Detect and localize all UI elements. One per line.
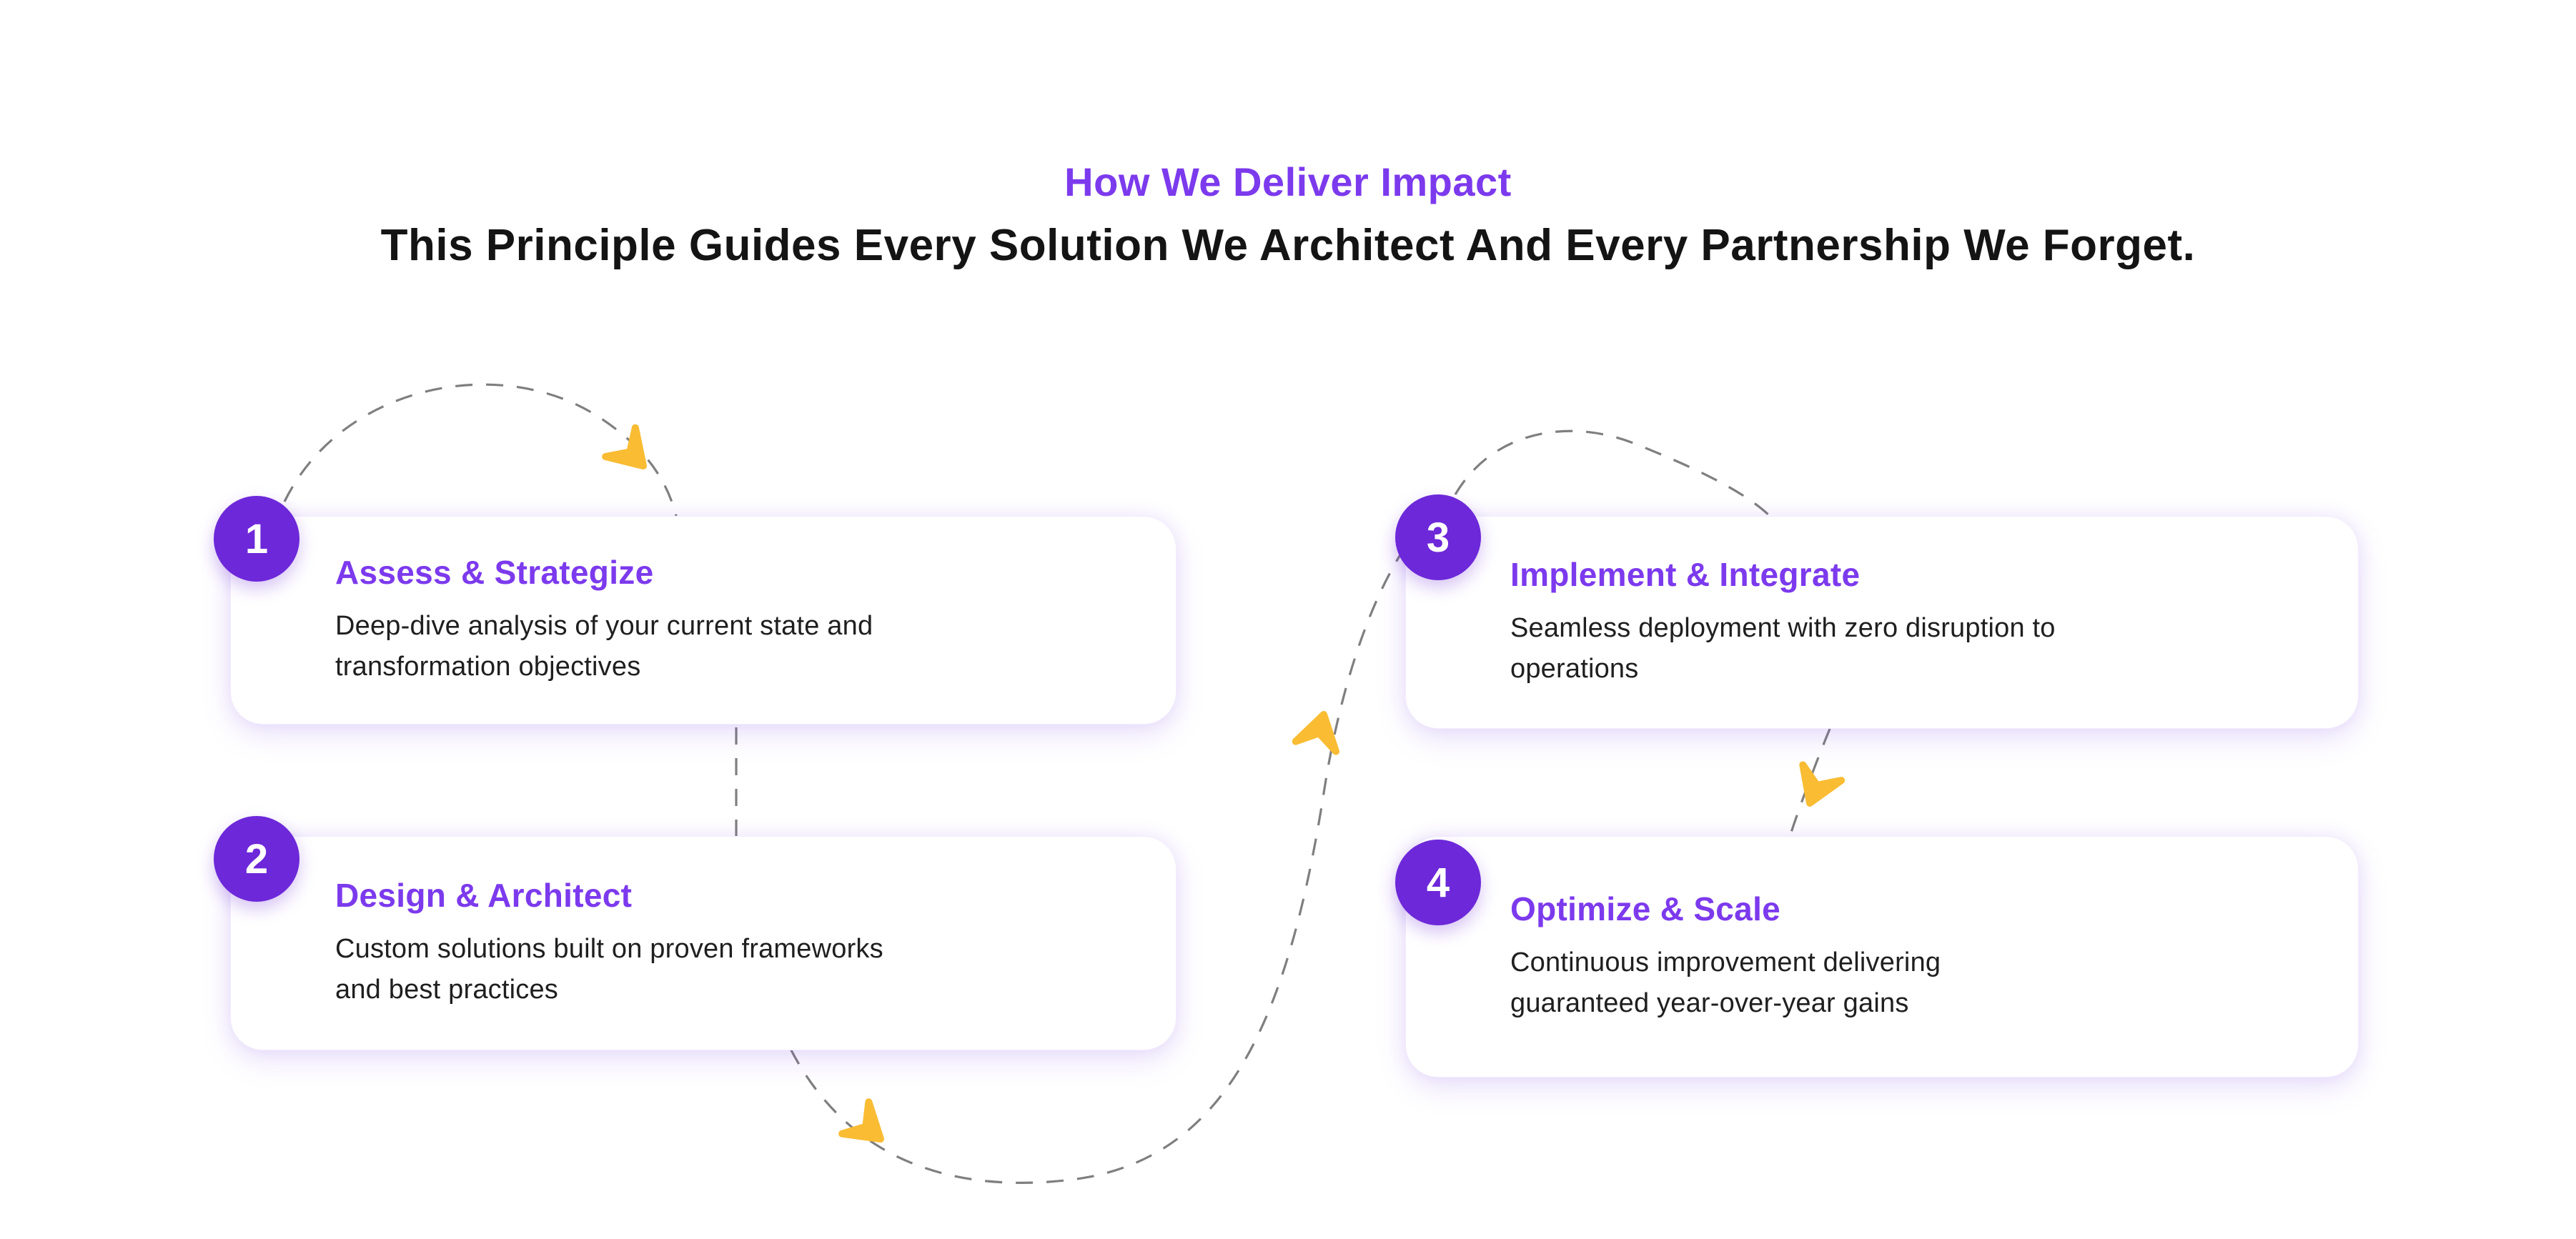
step-2-description: Custom solutions built on proven framewo… bbox=[335, 934, 883, 1005]
arrow-down-right-icon bbox=[838, 1098, 884, 1143]
section-eyebrow: How We Deliver Impact bbox=[1064, 159, 1512, 204]
step-4-description: Continuous improvement delivering guaran… bbox=[1510, 947, 1941, 1018]
step-3-description: Seamless deployment with zero disruption… bbox=[1510, 613, 2056, 684]
connector-arc-step1 bbox=[283, 383, 678, 517]
step-card-1: Assess & Strategize Deep-dive analysis o… bbox=[230, 516, 1176, 725]
connector-arc-step3 bbox=[1454, 429, 1773, 519]
step-card-4: Optimize & Scale Continuous improvement … bbox=[1405, 836, 2359, 1078]
arrow-up-icon bbox=[1292, 711, 1340, 755]
step-1-description: Deep-dive analysis of your current state… bbox=[335, 611, 873, 682]
step-number-badge-2: 2 bbox=[214, 816, 299, 902]
step-3-title: Implement & Integrate bbox=[1510, 556, 1861, 593]
step-number-badge-4: 4 bbox=[1395, 840, 1481, 925]
step-number-badge-1: 1 bbox=[214, 496, 299, 582]
step-4-title: Optimize & Scale bbox=[1510, 890, 1781, 927]
step-1-title: Assess & Strategize bbox=[335, 554, 654, 591]
step-card-3: Implement & Integrate Seamless deploymen… bbox=[1405, 516, 2359, 729]
step-number-badge-3: 3 bbox=[1395, 494, 1481, 580]
section-title: This Principle Guides Every Solution We … bbox=[380, 221, 2196, 270]
arrow-down-right-icon bbox=[602, 424, 647, 469]
arrow-down-icon bbox=[1799, 761, 1846, 807]
step-card-2: Design & Architect Custom solutions buil… bbox=[230, 836, 1176, 1050]
step-2-title: Design & Architect bbox=[335, 877, 633, 914]
